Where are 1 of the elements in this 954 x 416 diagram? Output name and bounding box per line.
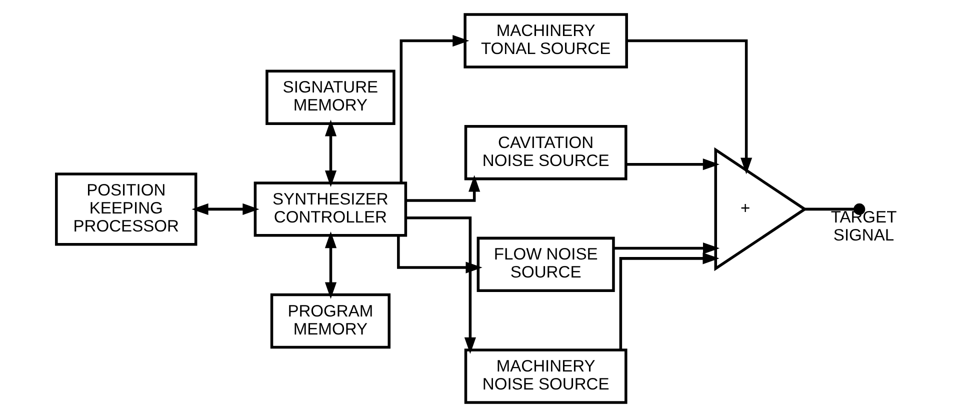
edge-label: TARGET SIGNAL xyxy=(830,206,897,244)
